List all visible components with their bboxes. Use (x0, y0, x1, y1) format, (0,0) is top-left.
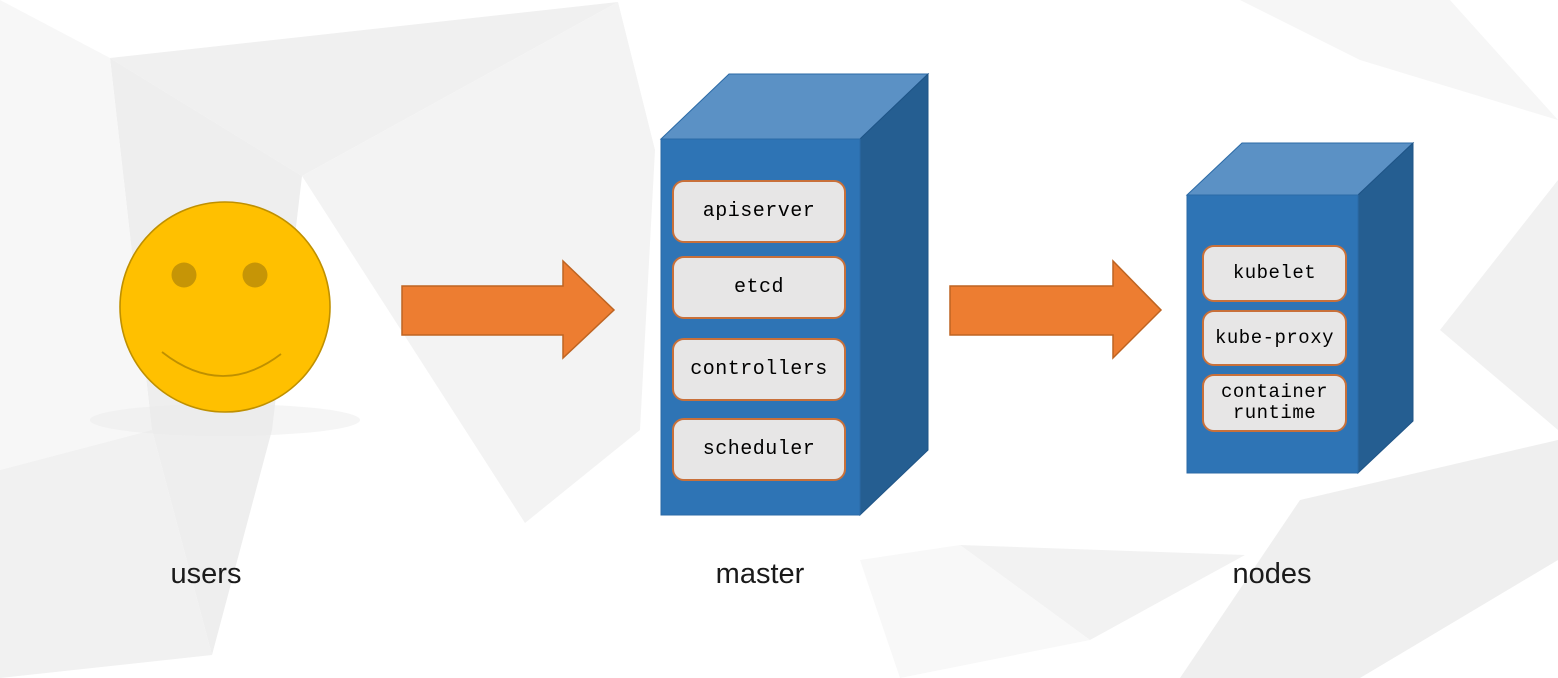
smiley-mouth (161, 351, 282, 377)
nodes-box-side-face (1357, 141, 1414, 475)
arrow-master-to-nodes (949, 259, 1163, 360)
smiley-face-icon (119, 201, 331, 413)
arrow-users-to-master (401, 259, 616, 360)
master-component-etcd: etcd (672, 256, 846, 319)
smiley-head (119, 201, 331, 413)
master-component-scheduler: scheduler (672, 418, 846, 481)
master-component-apiserver: apiserver (672, 180, 846, 243)
smiley-right-eye (242, 262, 268, 288)
nodes-label: nodes (1232, 558, 1312, 590)
users-label: users (170, 558, 242, 590)
master-label: master (715, 558, 805, 590)
master-box-side-face (859, 72, 929, 517)
nodes-component-container-runtime: container runtime (1202, 374, 1347, 432)
master-component-controllers: controllers (672, 338, 846, 401)
nodes-component-kube-proxy: kube-proxy (1202, 310, 1347, 366)
smiley-left-eye (171, 262, 197, 288)
nodes-component-kubelet: kubelet (1202, 245, 1347, 302)
